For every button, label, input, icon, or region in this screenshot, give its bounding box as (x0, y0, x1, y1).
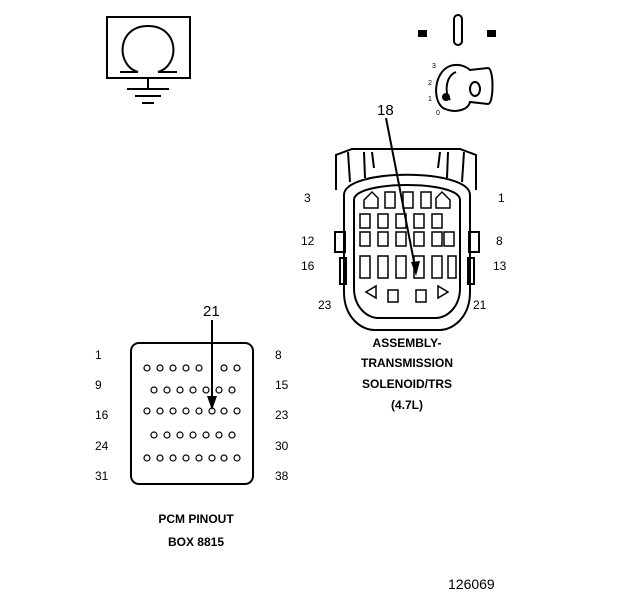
pcm-pin (233, 364, 241, 372)
callout-21-label: 21 (203, 303, 220, 320)
pcm-row-label-right-1: 8 (275, 348, 282, 362)
pcm-row-label-right-4: 30 (275, 439, 289, 453)
key-position-0: 0 (436, 110, 440, 117)
pcm-row-label-left-3: 16 (95, 408, 109, 422)
pcm-pin (195, 407, 203, 415)
pcm-pin (182, 407, 190, 415)
key-icon: 3 2 1 0 (418, 14, 496, 117)
trans-pin-label-8: 8 (496, 234, 503, 248)
pcm-title-line-2: BOX 8815 (168, 535, 224, 549)
trans-pin-label-12: 12 (301, 234, 315, 248)
pcm-row-label-left-4: 24 (95, 439, 109, 453)
pcm-pin-grid (143, 364, 241, 462)
pcm-pin (208, 454, 216, 462)
pcm-pin (220, 407, 228, 415)
pcm-pin (143, 407, 151, 415)
pcm-pin (176, 386, 184, 394)
ohmmeter-icon (106, 16, 191, 104)
trans-pin-label-13: 13 (493, 259, 507, 273)
pcm-row-label-right-2: 15 (275, 378, 289, 392)
trans-pin-label-23: 23 (318, 298, 332, 312)
transmission-connector (334, 148, 480, 331)
pcm-pin (163, 431, 171, 439)
pcm-pin (143, 364, 151, 372)
pcm-pin (182, 454, 190, 462)
pcm-pin (169, 364, 177, 372)
pcm-pin (220, 364, 228, 372)
pcm-title-line-1: PCM PINOUT (158, 512, 234, 526)
trans-pin-label-16: 16 (301, 259, 315, 273)
pcm-pin (156, 407, 164, 415)
pcm-pin (233, 407, 241, 415)
pcm-pin (220, 454, 228, 462)
pcm-row-label-left-5: 31 (95, 469, 109, 483)
callout-18-arrow (385, 117, 420, 276)
pcm-pin (189, 386, 197, 394)
trans-title-line-1: ASSEMBLY- (373, 336, 442, 350)
pcm-pin (169, 407, 177, 415)
key-position-2: 2 (428, 80, 432, 87)
pcm-connector (130, 342, 254, 485)
pcm-pin (156, 364, 164, 372)
pcm-pin (215, 431, 223, 439)
figure-number: 126069 (448, 576, 495, 592)
pcm-pin (228, 431, 236, 439)
pcm-row-label-right-5: 38 (275, 469, 289, 483)
trans-pin-label-21: 21 (473, 298, 487, 312)
trans-pin-label-3: 3 (304, 191, 311, 205)
pcm-pin (169, 454, 177, 462)
pcm-pin (215, 386, 223, 394)
pcm-pin (228, 386, 236, 394)
pcm-pin (163, 386, 171, 394)
pcm-row-label-left-1: 1 (95, 348, 102, 362)
pcm-row-label-right-3: 23 (275, 408, 289, 422)
pcm-pin (233, 454, 241, 462)
trans-title-line-3: SOLENOID/TRS (362, 377, 452, 391)
trans-pin-label-1: 1 (498, 191, 505, 205)
pcm-pin (195, 454, 203, 462)
pcm-pin (143, 454, 151, 462)
pcm-pin (189, 431, 197, 439)
pcm-pin (150, 386, 158, 394)
callout-21-arrow (207, 320, 217, 410)
pcm-pin (202, 386, 210, 394)
pcm-pin (156, 454, 164, 462)
pcm-pin (150, 431, 158, 439)
pcm-pin (195, 364, 203, 372)
pcm-pin (202, 431, 210, 439)
key-position-3: 3 (432, 63, 436, 70)
key-position-1: 1 (428, 96, 432, 103)
callout-18-label: 18 (377, 102, 394, 119)
pcm-row-label-left-2: 9 (95, 378, 102, 392)
trans-title-line-2: TRANSMISSION (361, 356, 453, 370)
pcm-pin (182, 364, 190, 372)
trans-title-line-4: (4.7L) (391, 398, 423, 412)
pcm-pin (176, 431, 184, 439)
